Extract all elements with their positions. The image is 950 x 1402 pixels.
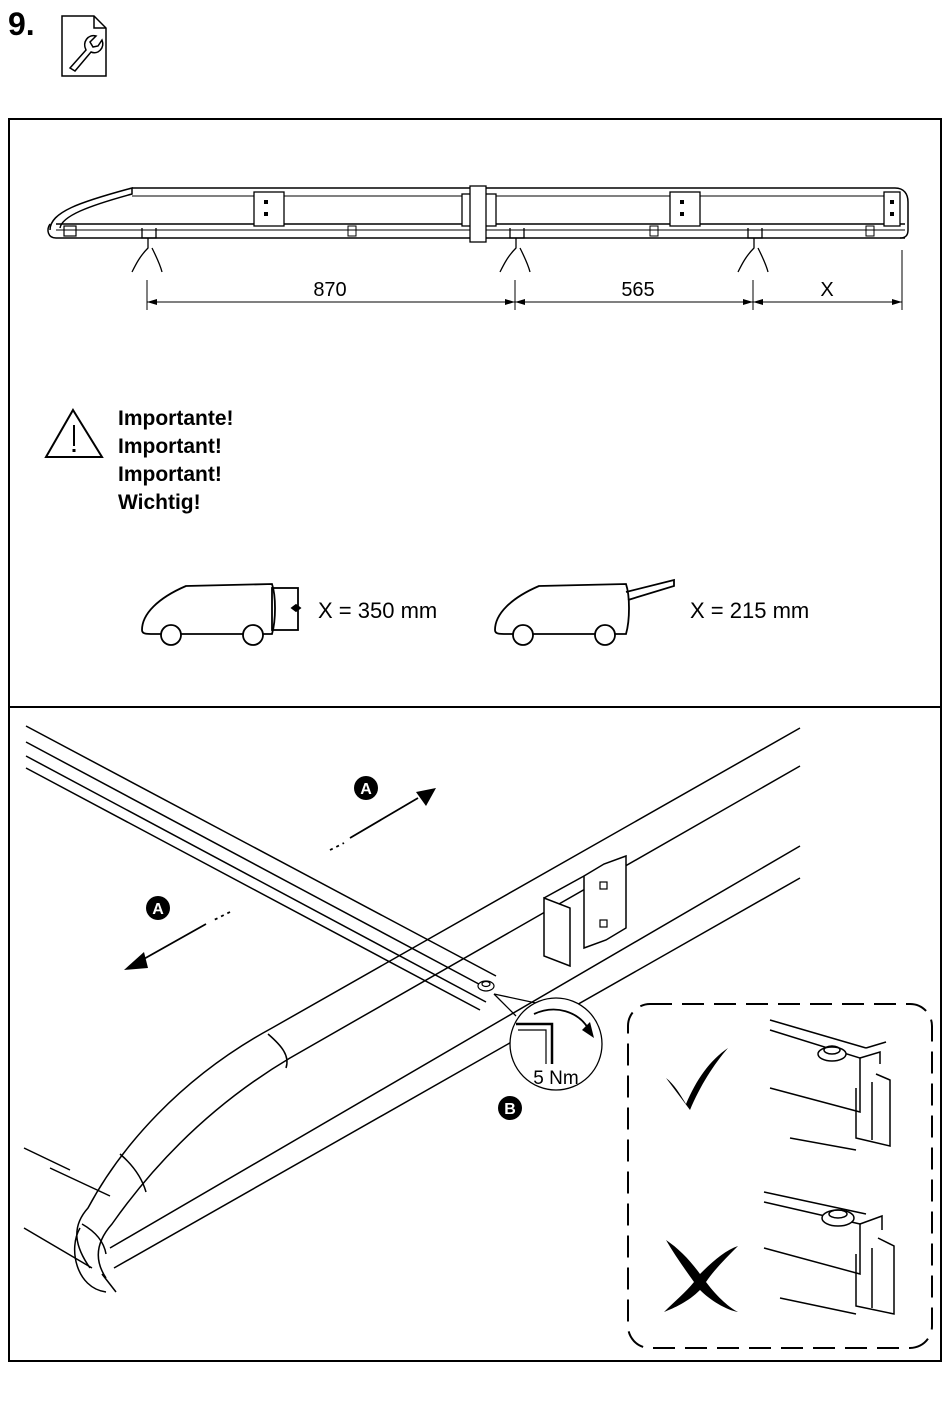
torque-label: 5 Nm	[533, 1068, 578, 1089]
warning-triangle-icon	[44, 408, 104, 458]
warning-line-en: Important!	[118, 463, 222, 486]
bolt-tightening-panel: A A 5 Nm B	[8, 706, 942, 1362]
svg-text:B: B	[504, 1101, 516, 1118]
dimension-x: X	[820, 279, 833, 301]
document-wrench-icon	[61, 15, 107, 77]
warning-text: Importante! Important! Important! Wichti…	[118, 405, 234, 517]
van-with-towbar-box-icon	[141, 583, 302, 646]
van-with-rear-ladder-icon	[494, 578, 675, 646]
rail-position-panel: 870 565 X Importante! Important! Importa…	[8, 118, 942, 708]
dimension-565: 565	[621, 279, 654, 301]
svg-text:A: A	[360, 781, 372, 798]
roof-rail-side-view: 870 565 X	[44, 185, 909, 646]
warning-line-fr: Important!	[118, 435, 222, 458]
marker-b: B	[498, 1096, 522, 1120]
x-ladder-label: X = 215 mm	[690, 598, 810, 623]
step-number: 9.	[8, 6, 35, 42]
inset-box	[627, 1003, 933, 1349]
marker-a-top: A	[354, 776, 378, 800]
cross-icon	[664, 1240, 738, 1312]
warning-line-de: Wichtig!	[118, 491, 201, 514]
svg-text:A: A	[152, 901, 164, 918]
rail-detail-view: A A 5 Nm B	[23, 725, 933, 1349]
warning-line-it: Importante!	[118, 407, 234, 430]
dimension-870: 870	[313, 279, 346, 301]
checkmark-icon	[666, 1048, 728, 1110]
marker-a-left: A	[146, 896, 170, 920]
x-towbar-label: X = 350 mm	[318, 598, 438, 623]
